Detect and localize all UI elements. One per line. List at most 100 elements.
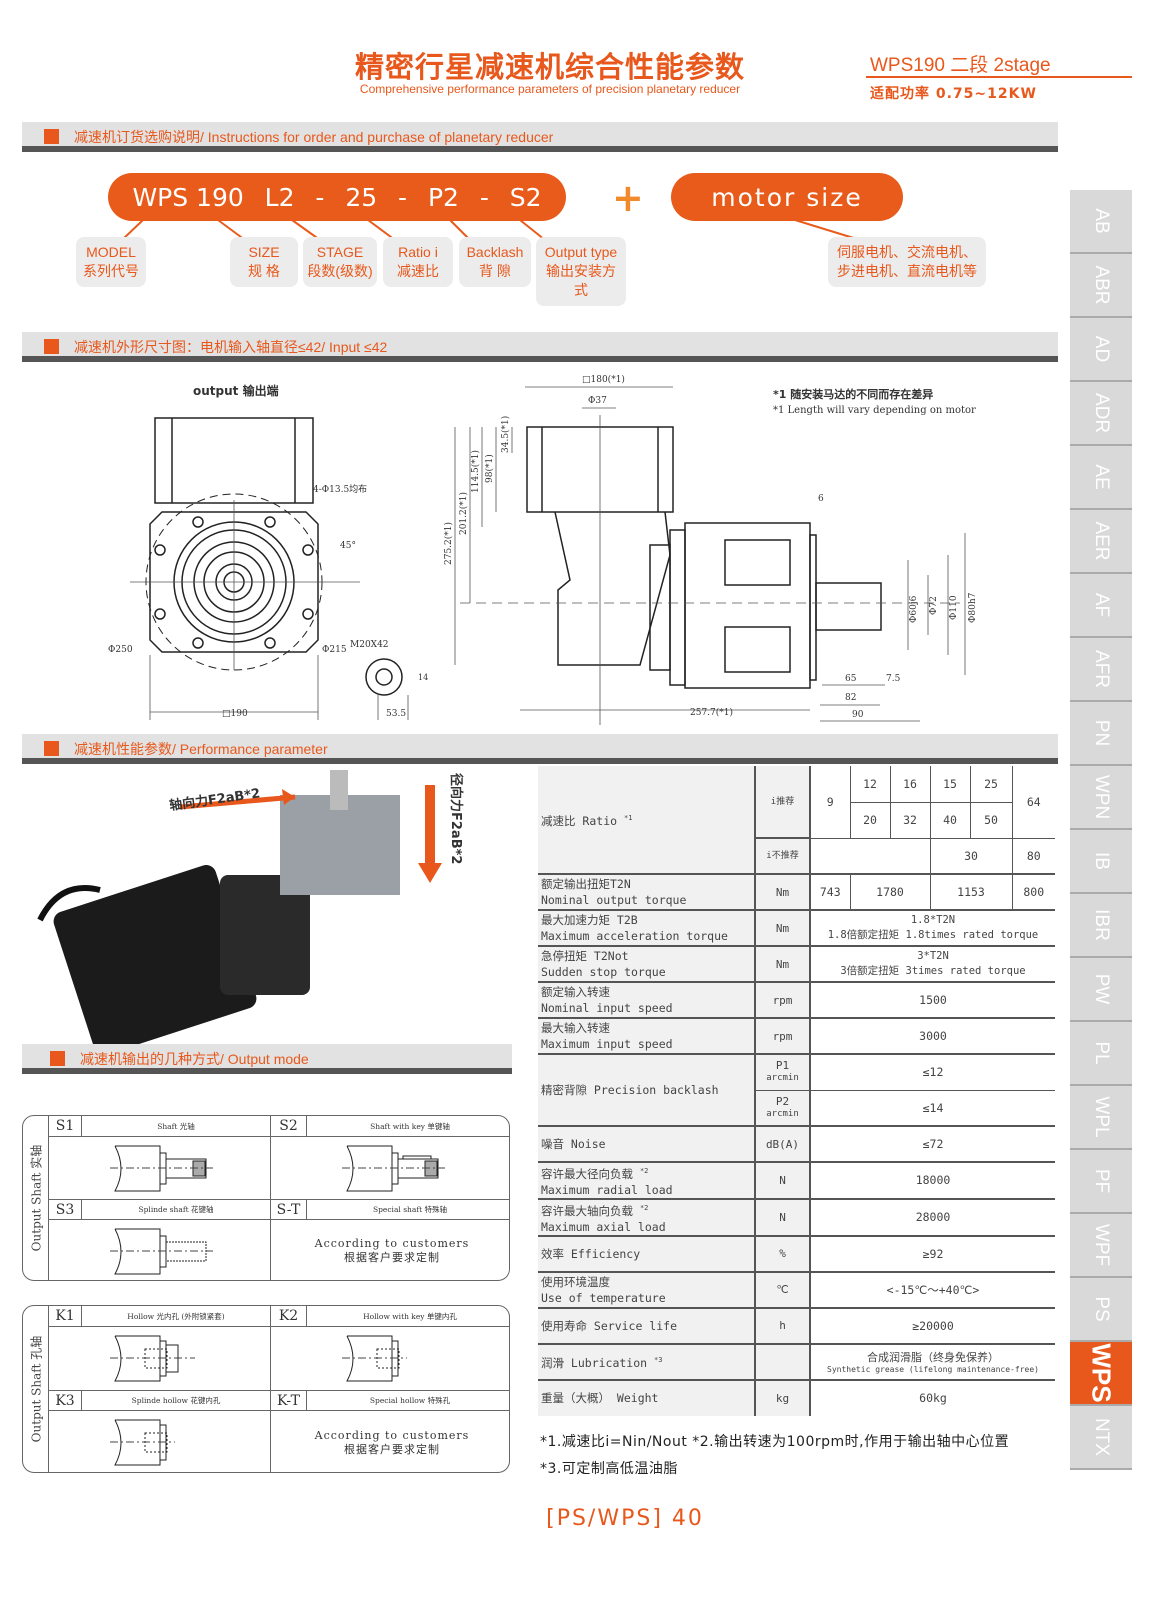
- tab-ib[interactable]: IB: [1070, 830, 1132, 894]
- tab-pf[interactable]: PF: [1070, 1150, 1132, 1214]
- tab-ad[interactable]: AD: [1070, 318, 1132, 382]
- tab-label: WPS: [1086, 1343, 1117, 1403]
- footnote-1: *1.减速比i=Nin/Nout *2.输出转速为100rpm时,作用于输出轴中…: [540, 1434, 1010, 1450]
- performance-table: 减速比 Ratio *1 i推荐 9 12 16 15 25 64 20 32 …: [538, 766, 1055, 1416]
- table-row: 减速比 Ratio *1 i推荐 9 12 16 15 25 64: [538, 766, 1055, 875]
- section-performance-header: 减速机性能参数/ Performance parameter: [22, 734, 1058, 764]
- tab-label: WPF: [1091, 1223, 1112, 1267]
- dim-d215: Φ215: [322, 645, 347, 655]
- tab-wpf[interactable]: WPF: [1070, 1214, 1132, 1278]
- code-sep: -: [479, 182, 489, 212]
- dim-w6: 6: [818, 494, 824, 504]
- tab-pl[interactable]: PL: [1070, 1022, 1132, 1086]
- tab-ae[interactable]: AE: [1070, 446, 1132, 510]
- dim-m20: M20X42: [350, 640, 389, 650]
- dim-h275: 275.2(*1): [443, 522, 454, 565]
- tab-ps[interactable]: PS: [1070, 1278, 1132, 1342]
- section-title: 减速机外形尺寸图：电机输入轴直径≤42/ Input ≤42: [74, 339, 388, 355]
- tab-aer[interactable]: AER: [1070, 510, 1132, 574]
- k1-drawing: [49, 1327, 271, 1391]
- output-label: output 输出端: [193, 384, 279, 398]
- dim-d80: Φ80h7: [968, 592, 978, 623]
- axial-arrow: [179, 794, 296, 810]
- s3-drawing: [49, 1220, 271, 1280]
- footnote-2: *3.可定制高低温油脂: [540, 1461, 678, 1477]
- drawing-note-cn: *1 随安装马达的不同而存在差异: [773, 388, 934, 401]
- motor-body: [53, 865, 257, 1045]
- cable: [37, 885, 101, 922]
- dim-h201: 201.2(*1): [458, 492, 469, 535]
- tab-abr[interactable]: ABR: [1070, 254, 1132, 318]
- power-range: 适配功率 0.75~12KW: [870, 86, 1037, 102]
- radial-force-label: 径向力F2aB*2: [448, 773, 464, 864]
- tab-label: PS: [1091, 1296, 1112, 1322]
- dim-l257: 257.7(*1): [690, 707, 733, 718]
- dim-d60: Φ60j6: [909, 595, 919, 623]
- tab-label: IB: [1091, 852, 1112, 870]
- tab-wpl[interactable]: WPL: [1070, 1086, 1132, 1150]
- adapter-flange: [220, 875, 310, 995]
- label-motor-types: 伺服电机、交流电机、步进电机、直流电机等: [828, 237, 986, 287]
- tab-wpn[interactable]: WPN: [1070, 766, 1132, 830]
- section-order-header: 减速机订货选购说明/ Instructions for order and pu…: [22, 122, 1058, 152]
- dim-holes: 4-Φ13.5均布: [313, 483, 367, 495]
- tab-label: AER: [1091, 521, 1112, 561]
- tab-label: WPL: [1091, 1096, 1112, 1138]
- model-heading: WPS190 二段 2stage: [870, 55, 1051, 76]
- tab-label: PF: [1091, 1168, 1112, 1194]
- code-backlash: P2: [427, 182, 459, 212]
- dim-h98: 98(*1): [484, 454, 495, 483]
- gearbox-body: [280, 795, 400, 895]
- front-view-drawing: 4-Φ13.5均布 45° Φ250 Φ215 M20X42 □190 53.5…: [108, 417, 428, 720]
- tab-af[interactable]: AF: [1070, 574, 1132, 638]
- square-icon: [44, 339, 59, 354]
- table-row: 20 32 40 50: [538, 802, 1055, 839]
- tab-ab[interactable]: AB: [1070, 190, 1132, 254]
- dim-l65: 65: [845, 674, 857, 684]
- tab-label: AD: [1091, 335, 1112, 363]
- k2-drawing: [271, 1327, 509, 1391]
- dim-h14: 14: [418, 673, 428, 682]
- output-shaft: [330, 770, 348, 810]
- tab-pn[interactable]: PN: [1070, 702, 1132, 766]
- tab-pw[interactable]: PW: [1070, 958, 1132, 1022]
- table-row: i不推荐 30 80: [538, 838, 1055, 875]
- tab-ntx[interactable]: NTX: [1070, 1406, 1132, 1470]
- drawing-note-en: *1 Length will vary depending on motor: [773, 405, 976, 416]
- pointer-lines: [121, 219, 861, 241]
- tab-label: PN: [1091, 719, 1112, 747]
- tab-afr[interactable]: AFR: [1070, 638, 1132, 702]
- tab-adr[interactable]: ADR: [1070, 382, 1132, 446]
- dim-w53: 53.5: [386, 709, 406, 719]
- code-output: S2: [509, 182, 542, 212]
- dim-d72: Φ72: [929, 596, 939, 615]
- tab-ibr[interactable]: IBR: [1070, 894, 1132, 958]
- tab-label: AF: [1091, 592, 1112, 618]
- code-sep: -: [315, 182, 325, 212]
- side-view-drawing: □180(*1) Φ37 34.5(*1) 98(*1) 114.5(*1) 2…: [443, 374, 978, 725]
- dim-angle: 45°: [340, 541, 356, 551]
- dim-l82: 82: [845, 693, 856, 703]
- output-hollow-table: Output Shaft 孔轴 K1 Hollow 光内孔 (外附锁紧套) K2…: [22, 1305, 510, 1473]
- s1-drawing: [49, 1137, 271, 1200]
- tab-wps[interactable]: WPS: [1070, 1342, 1132, 1406]
- k3-drawing: [49, 1411, 271, 1472]
- tab-label: ADR: [1091, 392, 1112, 434]
- plus-icon: +: [612, 176, 644, 220]
- dim-d37: Φ37: [588, 396, 607, 406]
- section-title: 减速机订货选购说明/ Instructions for order and pu…: [74, 129, 554, 145]
